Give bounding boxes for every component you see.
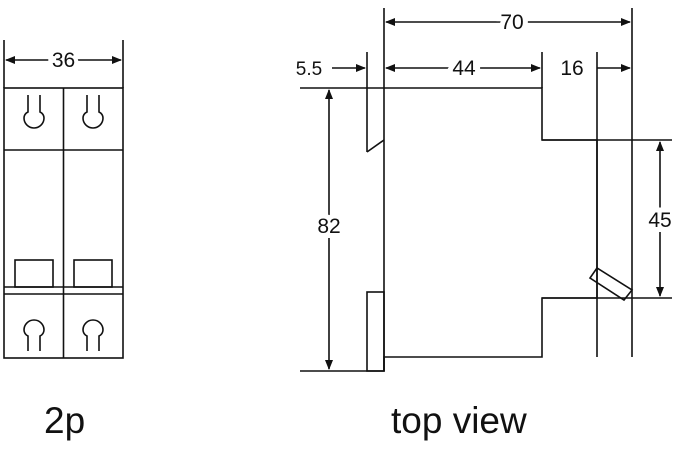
keyhole-slot-bottom-right [82,319,104,351]
keyhole-slot-top-right [82,95,104,129]
flange-notch-top [366,139,385,153]
front-view-caption: 2p [44,400,86,441]
keyhole-slot-bottom-left [23,319,45,351]
body-width-label: 44 [452,57,476,80]
offset-label: 5.5 [296,59,322,80]
side-view-caption: top view [391,400,527,441]
front-view [3,40,124,359]
height-label: 82 [317,215,340,238]
side-view [300,8,672,372]
keyhole-slot-top-left [23,95,45,129]
front-width-label: 36 [52,49,75,72]
flange-block-bottom [366,291,385,372]
toggle-handle-left [14,259,54,288]
side-body-outline [367,87,598,372]
overall-width-label: 70 [500,11,523,34]
rail-width-label: 16 [560,57,583,80]
rail-height-label: 45 [648,209,671,232]
toggle-handle-right [73,259,113,288]
din-clip [588,266,634,302]
